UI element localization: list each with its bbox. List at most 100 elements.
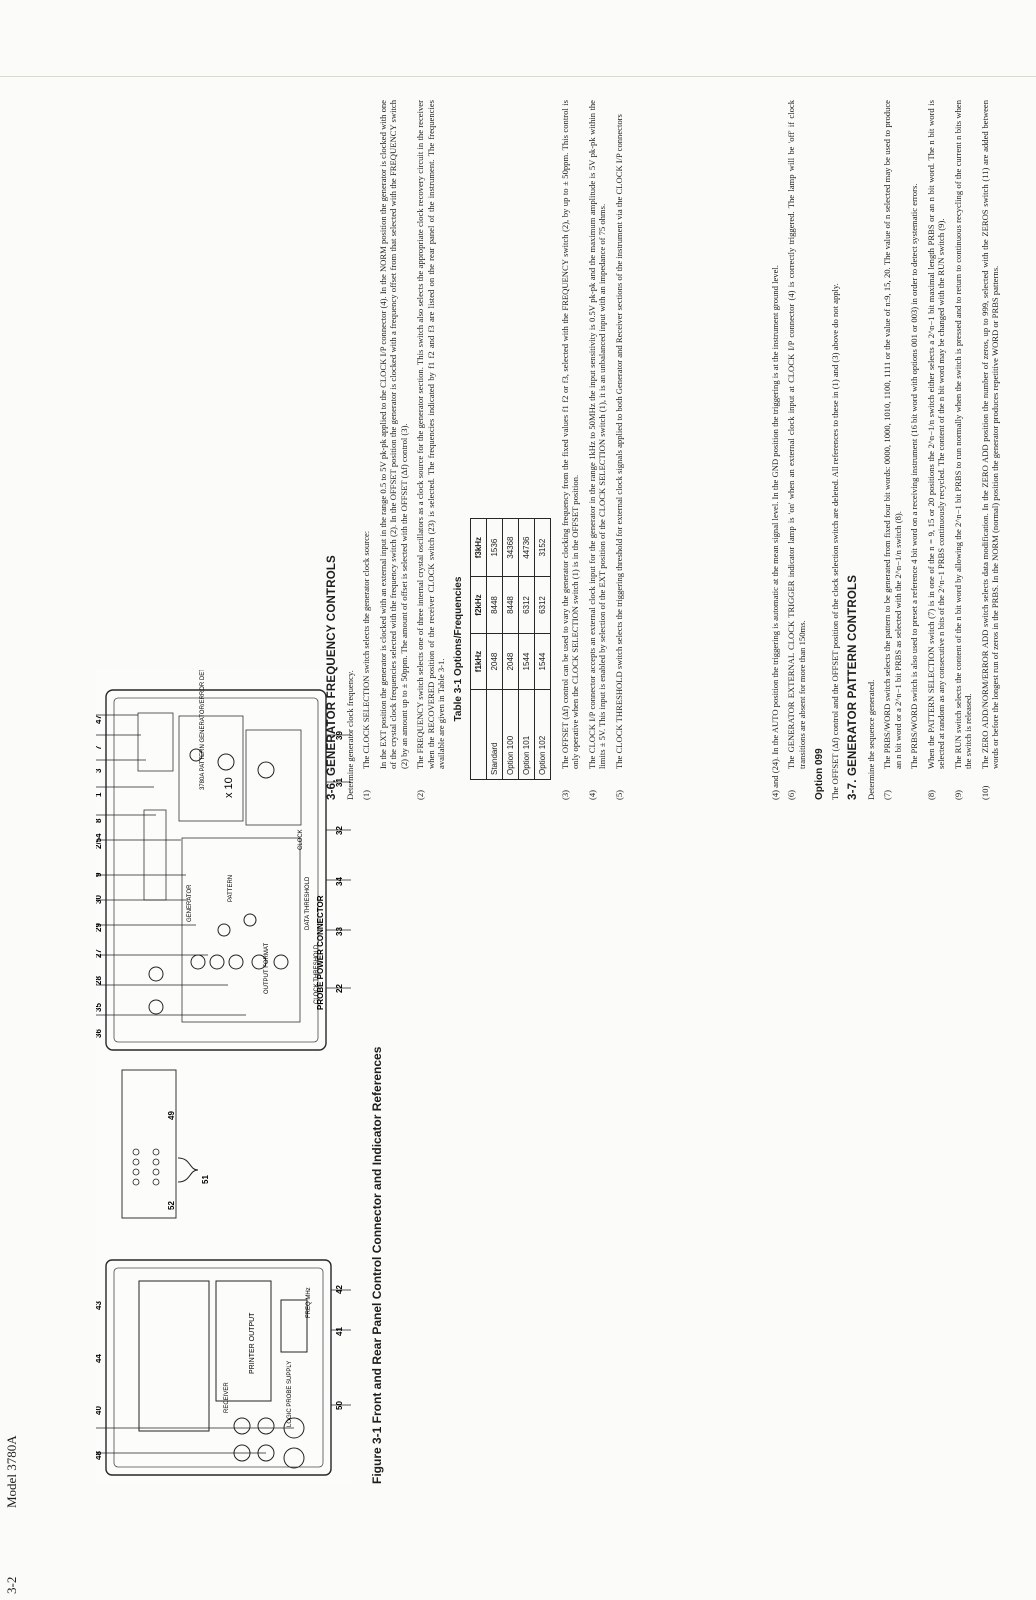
panel-receiver-text: RECEIVER [224,1382,230,1413]
callout-33: 33 [335,927,344,936]
panel-generator-text: GENERATOR [187,884,193,922]
table-cell: Standard [486,689,503,780]
section-3-6: 3-6. GENERATOR FREQUENCY CONTROLS Determ… [326,100,630,800]
item-4-text: The CLOCK I/P connector accepts an exter… [586,100,608,769]
item-7-number: (7) [882,789,893,800]
model-id: Model 3780A [4,1435,19,1508]
item-1-number: (1) [361,789,372,800]
item-1b: In the EXT position the generator is clo… [378,100,409,800]
callout-1: 1 [96,792,103,797]
item-9-text: The RUN switch selects the content of th… [952,100,974,769]
callout-44: 44 [96,1354,103,1363]
table-cell: 8448 [486,576,503,634]
item-10: (10) The ZERO ADD/NORM/ERROR ADD switch … [980,100,1001,800]
callout-36: 36 [96,1029,103,1038]
callout-30: 30 [96,895,103,904]
panel-brand-text: 3780A PATTERN GENERATOR/ERROR DETECTOR [200,670,206,790]
table-cell: 1544 [518,633,535,690]
callout-8: 8 [96,818,103,823]
item-5-number: (5) [613,789,624,800]
section-3-7-continuation: (4) and (24). In the AUTO position the t… [770,265,780,800]
callout-32: 32 [335,826,344,835]
item-10-text: The ZERO ADD/NORM/ERROR ADD switch selec… [979,100,1001,769]
panel-output-text: OUTPUT FORMAT [264,943,270,994]
callout-39: 39 [335,731,344,740]
item-9: (9) The RUN switch selects the content o… [953,100,974,800]
item-3-text: The OFFSET (Δf) control can be used to v… [559,100,581,769]
item-8: (8) When the PATTERN SELECTION switch (7… [926,100,947,800]
table-header-cell: f2kHz [470,576,487,634]
item-7b-text: The PRBS/WORD switch is also used to pre… [909,183,920,769]
probe-label: PROBE POWER CONNECTOR [316,895,325,1010]
table-cell: 8448 [502,576,519,634]
table-header-row: f1kHz f2kHz f3kHz [470,518,487,780]
section-3-7-intro: Determine the sequence generated. [865,679,876,800]
table-cell: 1544 [534,633,551,690]
item-1b-number [378,778,409,800]
callout-27: 27 [96,949,103,958]
item-1b-text: In the EXT position the generator is clo… [377,100,409,769]
item-7b: The PRBS/WORD switch is also used to pre… [909,100,919,800]
section-3-6-title: 3-6. GENERATOR FREQUENCY CONTROLS [326,555,338,800]
pattern-brace [177,1157,199,1183]
callout-41: 41 [335,1327,344,1336]
fuse-block [280,1299,308,1353]
panel-probe-text: LOGIC PROBE SUPPLY [287,1361,293,1427]
rear-window [138,1280,210,1432]
callout-9: 9 [96,872,103,877]
panel-printer-text: PRINTER OUTPUT [249,1312,256,1374]
control-group-2 [178,715,244,822]
table-3-1: Table 3-1 Options/Frequencies f1kHz f2kH… [453,518,551,780]
table-cell: 3152 [534,518,551,577]
section-3-6-intro: Determine generator clock frequency. [345,670,355,800]
table-header-cell: f1kHz [470,633,487,690]
page-number: 3-2 [4,1576,19,1594]
table-header-cell [470,689,487,780]
callout-28: 28 [96,976,103,985]
callout-2-54: 2/54 [96,833,103,849]
item-8-text: When the PATTERN SELECTION switch (7) is… [925,100,947,769]
front-panel-outline [105,689,327,1051]
rear-panel-outline [105,1259,332,1476]
panel-freq-text: FREQ MHz [306,1287,312,1318]
callout-52: 52 [167,1201,176,1210]
item-6-text: The GENERATOR EXTERNAL CLOCK TRIGGER ind… [786,100,807,769]
table-row: Option 102 1544 6312 3152 [534,518,551,780]
callout-34: 34 [335,877,344,886]
table-cell: Option 100 [502,689,519,780]
table-cell: 1536 [486,518,503,577]
table-cell: 6312 [534,576,551,634]
item-4-number: (4) [586,789,597,800]
callout-29: 29 [96,923,103,932]
control-group-1 [143,809,167,901]
option-099-title: Option 099 [814,748,826,800]
callout-51: 51 [201,1175,210,1184]
table-cell: 2048 [502,633,519,690]
option-099-text: The OFFSET (Δf) control and the OFFSET p… [830,283,841,800]
table-cell: 44736 [518,518,535,577]
control-group-3 [245,729,302,826]
table-cell: Option 101 [518,689,535,780]
figure-caption: Figure 3-1 Front and Rear Panel Control … [370,1046,384,1484]
front-panel-inner [113,697,319,1043]
item-1-text: The CLOCK SELECTION switch selects the g… [361,530,372,769]
table-cell: 34368 [502,518,519,577]
panel-x10-text: x 10 [223,777,235,798]
printer-output-block [215,1280,272,1402]
callout-43: 43 [96,1301,103,1310]
item-9-number: (9) [952,789,963,800]
table-cell: 6312 [518,576,535,634]
display-window [137,712,174,772]
rear-panel-inner [113,1267,324,1468]
item-6: (6) The GENERATOR EXTERNAL CLOCK TRIGGER… [786,100,807,800]
item-3: (3) The OFFSET (Δf) control can be used … [560,100,581,800]
callout-35: 35 [96,1003,103,1012]
callout-7: 7 [96,745,103,750]
page-edge [0,76,1036,77]
item-7-text: The PRBS/WORD switch selects the pattern… [882,100,903,769]
item-4: (4) The CLOCK I/P connector accepts an e… [587,100,608,800]
figure-panel-area: 3780A PATTERN GENERATOR/ERROR DETECTOR P… [94,647,351,1485]
item-10-number: (10) [979,785,990,800]
item-7b-number [909,778,919,800]
callout-47: 47 [96,715,103,724]
